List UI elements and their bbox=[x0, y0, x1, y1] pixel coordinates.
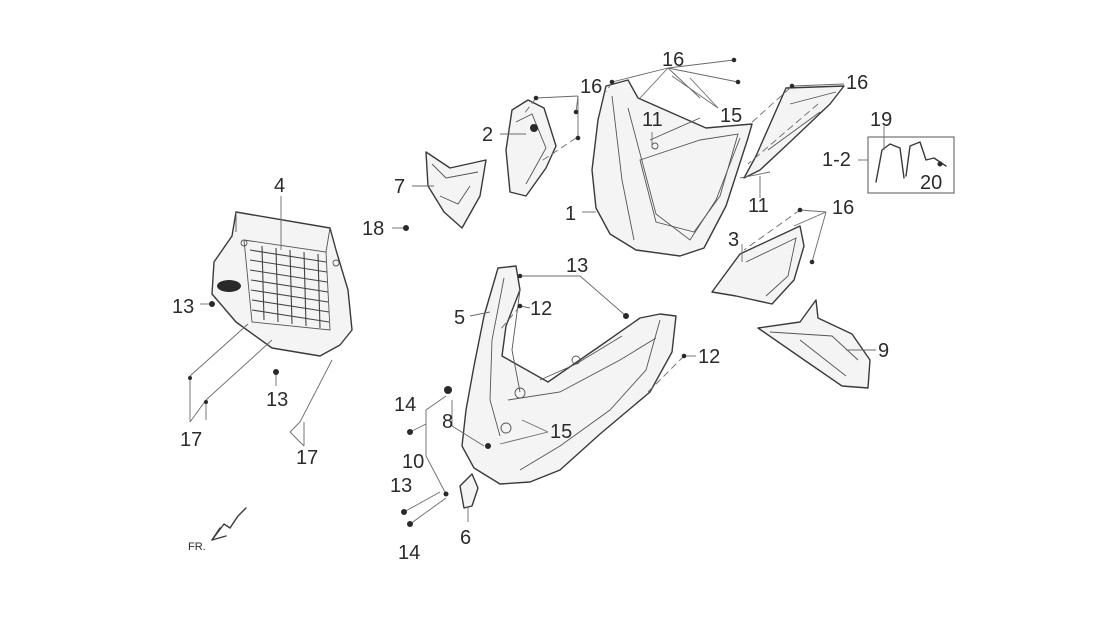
part-1-headlight-housing bbox=[591, 79, 753, 257]
callout-20: 20 bbox=[920, 172, 942, 194]
part-19-20-detail-box bbox=[867, 136, 955, 194]
callout-10: 10 bbox=[402, 451, 424, 473]
callout-12-right: 12 bbox=[698, 346, 720, 368]
part-3-right-panel bbox=[711, 225, 805, 305]
part-9-lower-side-panel bbox=[757, 299, 871, 389]
callout-9: 9 bbox=[878, 340, 889, 362]
callout-11-right: 11 bbox=[748, 195, 769, 217]
part-6-bottom-clip bbox=[459, 473, 479, 509]
callout-16-right: 16 bbox=[846, 72, 868, 94]
callout-13-bottom: 13 bbox=[390, 475, 412, 497]
callout-15-lower: 15 bbox=[550, 421, 572, 443]
part-5-front-shield bbox=[444, 265, 677, 485]
part-7-side-panel bbox=[425, 151, 487, 229]
callout-labels: 16 16 16 16 15 15 11 11 2 19 1-2 20 7 4 … bbox=[172, 49, 942, 564]
callout-13-lower-left: 13 bbox=[266, 389, 288, 411]
callout-12-top: 12 bbox=[530, 298, 552, 320]
fastener-dots bbox=[188, 57, 815, 527]
callout-6: 6 bbox=[460, 527, 471, 549]
callout-17-right: 17 bbox=[296, 447, 318, 469]
leader-lines bbox=[189, 59, 885, 525]
callout-16-top: 16 bbox=[662, 49, 684, 71]
callout-19: 19 bbox=[870, 109, 892, 131]
part-4-grille-cover bbox=[211, 211, 353, 357]
callout-16-left: 16 bbox=[580, 76, 602, 98]
callout-17-left: 17 bbox=[180, 429, 202, 451]
callout-14-upper: 14 bbox=[394, 394, 416, 416]
callout-11-top: 11 bbox=[642, 109, 663, 131]
callout-8: 8 bbox=[442, 411, 453, 433]
callout-13-left: 13 bbox=[172, 296, 194, 318]
part-16-right-trim-strip bbox=[743, 85, 845, 179]
callout-18: 18 bbox=[362, 218, 384, 240]
callout-15-top: 15 bbox=[720, 105, 742, 127]
callout-14-bottom: 14 bbox=[398, 542, 420, 564]
callout-1: 1 bbox=[565, 203, 576, 225]
callout-5: 5 bbox=[454, 307, 465, 329]
callout-1-2: 1-2 bbox=[822, 149, 851, 171]
callout-13-top: 13 bbox=[566, 255, 588, 277]
callout-16-mid: 16 bbox=[832, 197, 854, 219]
part-2-upper-bracket bbox=[505, 99, 557, 197]
front-direction-marker: FR. bbox=[188, 507, 247, 553]
callout-7: 7 bbox=[394, 176, 405, 198]
callout-4: 4 bbox=[274, 175, 285, 197]
direction-label: FR. bbox=[188, 541, 206, 553]
callout-3: 3 bbox=[728, 229, 739, 251]
callout-2: 2 bbox=[482, 124, 493, 146]
